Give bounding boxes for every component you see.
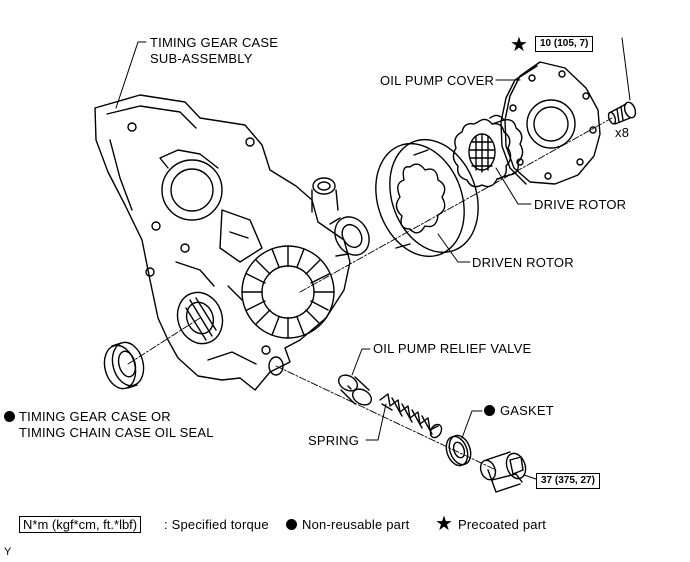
legend-precoated-star-icon: ★ — [435, 511, 453, 535]
legend-torque-text: : Specified torque — [164, 517, 269, 532]
gasket-label: GASKET — [500, 403, 554, 418]
relief-valve-part — [337, 374, 373, 406]
oil-seal-label-line2: TIMING CHAIN CASE OIL SEAL — [19, 425, 214, 440]
timing-gear-case-part — [94, 94, 370, 391]
gasket-part — [445, 434, 472, 467]
oil-seal-part — [103, 341, 145, 390]
non-reusable-dot-icon — [4, 411, 15, 422]
cover-bolt-part — [607, 101, 637, 125]
timing-gear-case-label-line1: TIMING GEAR CASE — [150, 35, 279, 50]
oil-pump-relief-valve-label: OIL PUMP RELIEF VALVE — [373, 341, 532, 356]
bolt-count-label: x8 — [615, 125, 630, 140]
corner-mark: Y — [4, 546, 12, 558]
timing-gear-case-label-line2: SUB-ASSEMBLY — [150, 51, 253, 66]
driven-rotor-label: DRIVEN ROTOR — [472, 255, 574, 270]
leader-lines — [115, 37, 631, 480]
oil-seal-label-line1: TIMING GEAR CASE OR — [19, 409, 171, 424]
plug-torque-box: 37 (375, 27) — [536, 473, 600, 489]
plug-part — [479, 451, 527, 493]
legend-torque-unit-box: N*m (kgf*cm, ft.*lbf) — [19, 516, 142, 533]
spring-part — [379, 393, 443, 439]
drive-rotor-part — [452, 114, 524, 188]
non-reusable-dot-icon — [484, 405, 495, 416]
oil-pump-cover-label: OIL PUMP COVER — [380, 73, 495, 88]
precoated-star-icon: ★ — [510, 32, 528, 56]
legend-non-reusable-text: Non-reusable part — [302, 517, 410, 532]
drive-rotor-label: DRIVE ROTOR — [534, 197, 627, 212]
spring-label: SPRING — [308, 433, 360, 448]
cover-bolt-torque-box: 10 (105, 7) — [535, 36, 594, 52]
alignment-axes — [127, 117, 613, 471]
driven-rotor-part — [375, 138, 479, 258]
legend-non-reusable-dot-icon — [286, 519, 297, 530]
legend-precoated-text: Precoated part — [458, 517, 547, 532]
